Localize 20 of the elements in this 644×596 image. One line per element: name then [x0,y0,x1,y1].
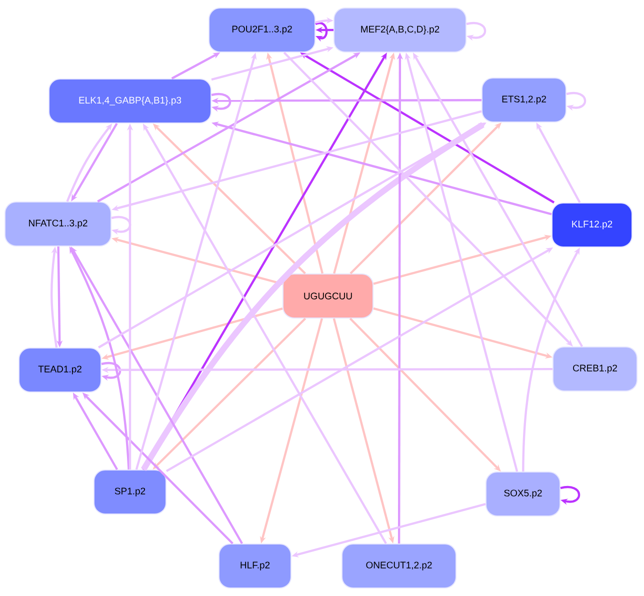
gene-box: ONECUT1,2.p2 [342,544,456,588]
self-loop-arrow [211,93,232,112]
self-loop-arrow [111,216,132,235]
gene-box: HLF.p2 [218,544,292,588]
gene-box: TEAD1.p2 [18,348,102,392]
gene-box: UGUGCUU [282,274,374,318]
self-loop-arrow [315,22,328,42]
gene-box: CREB1.p2 [552,346,638,392]
self-loop-arrow [560,486,580,505]
self-loop-arrow [466,22,486,41]
gene-box: NFATC1..3.p2 [4,202,112,246]
gene-box: POU2F1..3.p2 [208,8,316,52]
gene-box: SP1.p2 [94,470,166,514]
self-loop-arrow [101,362,122,381]
self-loop-arrow [566,92,586,111]
gene-box: ELK1,4_GABP{A,B1}.p3 [48,78,212,124]
gene-box: SOX5.p2 [486,472,560,516]
gene-box: ETS1,2.p2 [482,78,567,122]
gene-box: KLF12.p2 [552,202,633,248]
gene-box: MEF2{A,B,C,D}.p2 [334,8,466,52]
